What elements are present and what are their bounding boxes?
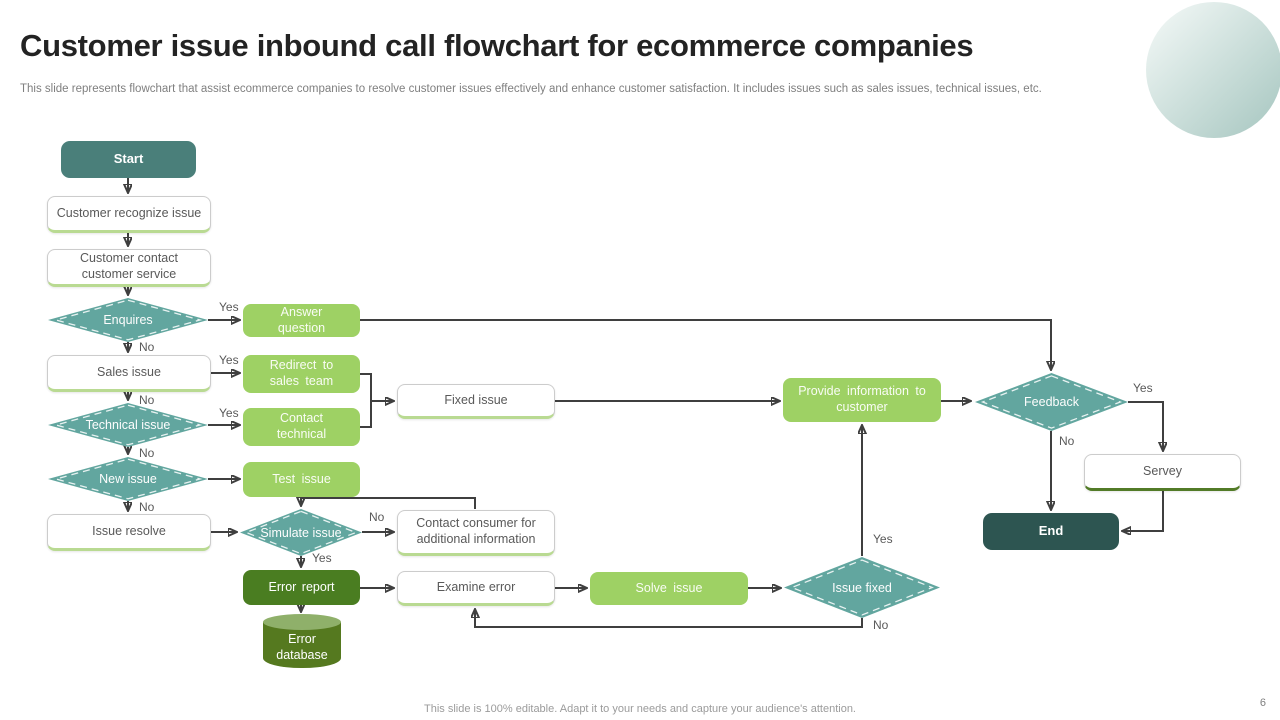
edge-issuefixed-examine-loop <box>475 609 863 628</box>
edge-label-new-no: No <box>139 500 155 514</box>
edge-label-simulate-no: No <box>369 510 385 524</box>
node-customer-recognize-issue: Customer recognize issue <box>47 196 211 233</box>
edge-label-feedback-no: No <box>1059 434 1075 448</box>
node-error-database-label: Error database <box>276 631 328 662</box>
node-contact-consumer: Contact consumer for additional informat… <box>397 510 555 556</box>
node-error-report: Error report <box>243 570 360 605</box>
node-new-issue-decision: New issue <box>48 457 208 501</box>
edge-label-enquires-yes: Yes <box>219 300 239 314</box>
node-enquires-decision: Enquires <box>48 298 208 342</box>
node-simulate-issue-decision: Simulate issue <box>240 509 362 556</box>
node-answer-question: Answer question <box>243 304 360 337</box>
node-issue-resolve: Issue resolve <box>47 514 211 551</box>
node-technical-issue-decision: Technical issue <box>48 403 208 447</box>
node-issue-fixed-decision: Issue fixed <box>784 557 940 618</box>
edge-label-simulate-yes: Yes <box>312 551 332 565</box>
edge-answer-feedback <box>360 319 1051 370</box>
node-issue-fixed-label: Issue fixed <box>832 580 892 595</box>
node-sales-issue: Sales issue <box>47 355 211 392</box>
edge-label-issue-fixed-no: No <box>873 618 889 632</box>
edge-redirect-junction <box>360 373 372 428</box>
edge-label-sales-no: No <box>139 393 155 407</box>
node-enquires-label: Enquires <box>103 313 153 327</box>
node-technical-issue-label: Technical issue <box>85 418 171 432</box>
edge-label-technical-yes: Yes <box>219 406 239 420</box>
node-solve-issue: Solve issue <box>590 572 748 605</box>
node-start: Start <box>61 141 196 178</box>
node-end: End <box>983 513 1119 550</box>
node-contact-technical: Contact technical <box>243 408 360 446</box>
edge-servey-end <box>1122 491 1164 531</box>
footer-note: This slide is 100% editable. Adapt it to… <box>424 703 856 715</box>
node-redirect-sales-team: Redirect to sales team <box>243 355 360 393</box>
edge-label-technical-no: No <box>139 446 155 460</box>
node-new-issue-label: New issue <box>99 472 157 486</box>
node-provide-information: Provide information to customer <box>783 378 941 422</box>
node-test-issue: Test issue <box>243 462 360 497</box>
node-feedback-label: Feedback <box>1024 395 1079 409</box>
edge-feedback-servey <box>1128 401 1163 451</box>
node-feedback-decision: Feedback <box>975 373 1128 431</box>
node-error-database: Error database <box>263 614 341 668</box>
page-number: 6 <box>1259 697 1266 709</box>
node-examine-error: Examine error <box>397 571 555 606</box>
node-simulate-issue-label: Simulate issue <box>260 525 342 540</box>
edge-consumer-loop <box>301 497 476 509</box>
edge-label-feedback-yes: Yes <box>1133 381 1153 395</box>
decorative-gradient-circle <box>1146 2 1280 138</box>
page-subtitle: This slide represents flowchart that ass… <box>20 83 1042 95</box>
page-title: Customer issue inbound call flowchart fo… <box>20 28 974 63</box>
edge-label-issue-fixed-yes: Yes <box>873 532 893 546</box>
node-fixed-issue: Fixed issue <box>397 384 555 419</box>
edge-label-sales-yes: Yes <box>219 353 239 367</box>
node-customer-contact-service: Customer contact customer service <box>47 249 211 287</box>
node-servey: Servey <box>1084 454 1241 491</box>
edge-label-enquires-no: No <box>139 340 155 354</box>
